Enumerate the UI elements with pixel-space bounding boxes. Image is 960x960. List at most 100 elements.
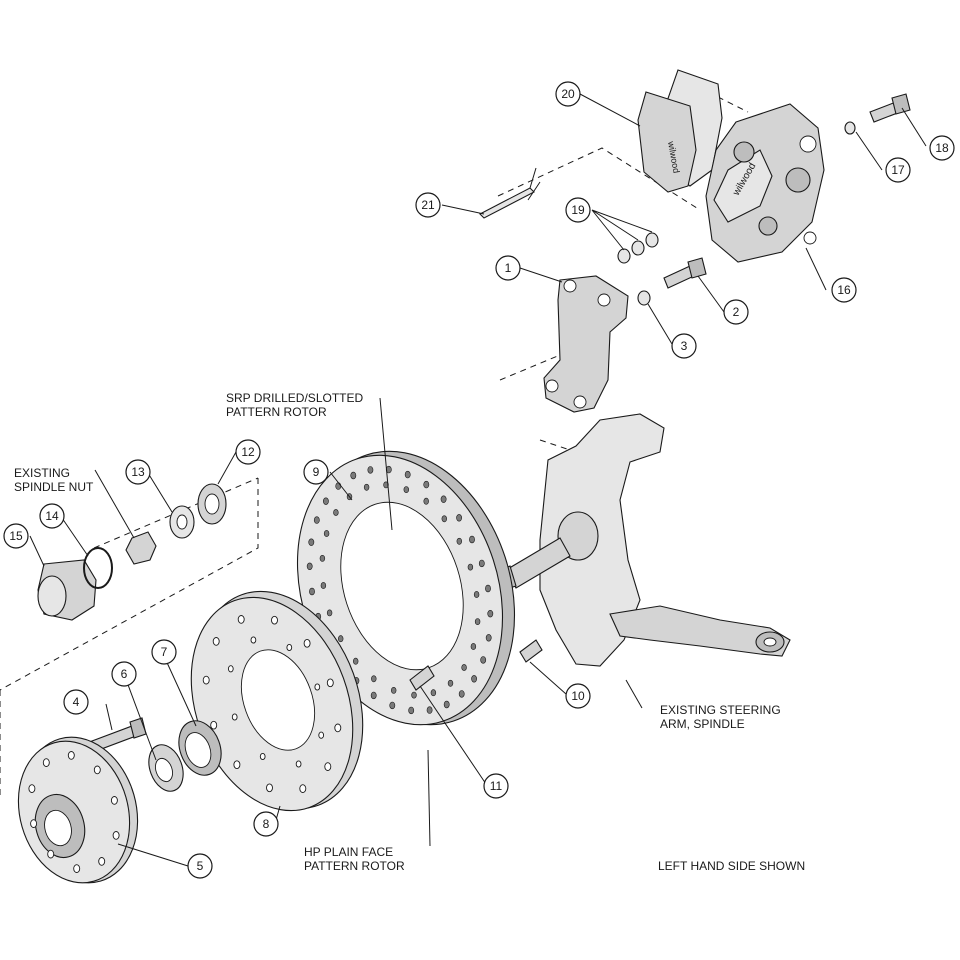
rotor-drill-hole bbox=[456, 537, 462, 545]
rotor-drill-hole bbox=[333, 509, 339, 516]
svg-text:13: 13 bbox=[131, 465, 145, 479]
hub-stud-hole bbox=[28, 784, 36, 793]
hp-rotor-bolt-hole bbox=[237, 615, 245, 624]
hp-rotor-note-line1: HP PLAIN FACE bbox=[304, 845, 394, 859]
rotor-drill-hole bbox=[458, 690, 465, 698]
rotor-drill-hole bbox=[350, 471, 357, 480]
hub-stud-hole bbox=[67, 751, 75, 760]
rotor-drill-hole bbox=[408, 706, 415, 715]
spindle-and-steering-arm bbox=[489, 413, 791, 667]
callout-12: 12 bbox=[235, 439, 261, 465]
hp-rotor-bolt-hole bbox=[324, 762, 332, 771]
bracket-bolt bbox=[663, 257, 707, 289]
hp-rotor-bolt-hole bbox=[334, 723, 342, 733]
pad-retaining-pin bbox=[479, 167, 541, 219]
hub-stud-hole bbox=[30, 819, 38, 828]
side-shown-note: LEFT HAND SIDE SHOWN bbox=[658, 859, 806, 873]
svg-text:11: 11 bbox=[490, 779, 503, 793]
rotor-drill-hole bbox=[467, 563, 474, 571]
rotor-stud-right bbox=[519, 639, 543, 663]
rotor-drill-hole bbox=[469, 535, 475, 544]
hub-stud-hole bbox=[112, 831, 120, 840]
hp-rotor-bolt-hole bbox=[233, 760, 241, 770]
hp-rotor-inner-hole bbox=[295, 760, 302, 768]
svg-text:15: 15 bbox=[9, 529, 23, 543]
callout-6: 6 bbox=[111, 661, 137, 687]
svg-text:9: 9 bbox=[313, 465, 320, 479]
svg-text:6: 6 bbox=[121, 667, 128, 681]
brake-pads: wilwood bbox=[637, 69, 723, 193]
rotor-drill-holes bbox=[306, 465, 494, 715]
rotor-drill-hole bbox=[423, 497, 429, 505]
rotor-drill-hole bbox=[485, 584, 491, 593]
rotor-drill-hole bbox=[474, 618, 481, 625]
hub-stud-hole bbox=[110, 796, 118, 805]
rotor-drill-hole bbox=[403, 486, 409, 493]
callout-7: 7 bbox=[151, 639, 177, 665]
rotor-drill-hole bbox=[323, 530, 330, 537]
rotor-drill-hole bbox=[320, 582, 327, 589]
hp-rotor-bolt-hole bbox=[210, 720, 218, 730]
callout-5: 5 bbox=[187, 853, 213, 879]
callout-11: 11 bbox=[483, 773, 509, 799]
rotor-drill-hole bbox=[353, 657, 359, 665]
rotor-stud bbox=[409, 665, 435, 691]
hub-stud-hole bbox=[73, 864, 81, 873]
steering-arm-note-line1: EXISTING STEERING bbox=[660, 703, 781, 717]
hp-rotor-bolt-hole bbox=[303, 638, 311, 648]
svg-text:16: 16 bbox=[837, 283, 851, 297]
rotor-drill-hole bbox=[473, 591, 480, 598]
rotor-drill-hole bbox=[391, 687, 397, 694]
srp-rotor-note-line2: PATTERN ROTOR bbox=[226, 405, 327, 419]
steering-arm-note: EXISTING STEERING ARM, SPINDLE bbox=[660, 703, 781, 731]
hp-rotor-bolt-hole bbox=[212, 637, 220, 646]
bracket-washer bbox=[637, 290, 651, 306]
callout-18: 18 bbox=[929, 135, 955, 161]
hp-rotor-inner-hole bbox=[318, 731, 325, 739]
rotor-drill-hole bbox=[319, 555, 326, 562]
rotor-drill-hole bbox=[487, 609, 494, 618]
inner-bearing bbox=[148, 744, 184, 792]
srp-rotor-note-line1: SRP DRILLED/SLOTTED bbox=[226, 391, 364, 405]
hp-rotor-inner-hole bbox=[314, 683, 321, 691]
svg-text:20: 20 bbox=[561, 87, 575, 101]
o-ring bbox=[83, 547, 113, 589]
callout-8: 8 bbox=[253, 811, 279, 837]
rotor-drill-hole bbox=[443, 700, 450, 709]
svg-text:2: 2 bbox=[733, 305, 740, 319]
callout-13: 13 bbox=[125, 459, 151, 485]
rotor-drill-hole bbox=[426, 706, 433, 714]
rotor-drill-hole bbox=[404, 470, 411, 479]
hp-rotor-bolt-hole bbox=[271, 615, 278, 625]
wheel-hub bbox=[17, 736, 139, 884]
rotor-drill-hole bbox=[389, 701, 396, 710]
rotor-drill-hole bbox=[309, 587, 315, 596]
callout-10: 10 bbox=[565, 683, 591, 709]
rotor-drill-hole bbox=[335, 482, 342, 490]
callout-21: 21 bbox=[415, 192, 441, 218]
callout-3: 3 bbox=[671, 333, 697, 359]
rotor-drill-hole bbox=[363, 483, 370, 491]
existing-spindle-nut-note-line2: SPINDLE NUT bbox=[14, 480, 94, 494]
svg-text:1: 1 bbox=[505, 261, 512, 275]
callout-9: 9 bbox=[303, 459, 329, 485]
callout-14: 14 bbox=[39, 503, 65, 529]
rotor-drill-hole bbox=[423, 480, 430, 489]
hp-rotor-inner-hole bbox=[259, 752, 266, 761]
svg-text:10: 10 bbox=[571, 689, 585, 703]
rotor-drill-hole bbox=[485, 634, 492, 642]
brake-caliper: wilwood bbox=[705, 103, 825, 263]
hp-rotor-inner-hole bbox=[231, 713, 238, 721]
hp-rotor-bolt-hole bbox=[202, 675, 210, 685]
hp-rotor-bolt-hole bbox=[299, 784, 307, 793]
existing-spindle-nut-note: EXISTING SPINDLE NUT bbox=[14, 466, 93, 494]
callout-20: 20 bbox=[555, 81, 581, 107]
rotor-drill-hole bbox=[461, 664, 467, 671]
svg-text:17: 17 bbox=[891, 163, 905, 177]
rotor-drill-hole bbox=[322, 497, 329, 505]
hp-rotor-inner-hole bbox=[227, 665, 234, 673]
rotor-drill-hole bbox=[456, 514, 462, 522]
rotor-drill-hole bbox=[338, 635, 344, 643]
callout-17: 17 bbox=[885, 157, 911, 183]
